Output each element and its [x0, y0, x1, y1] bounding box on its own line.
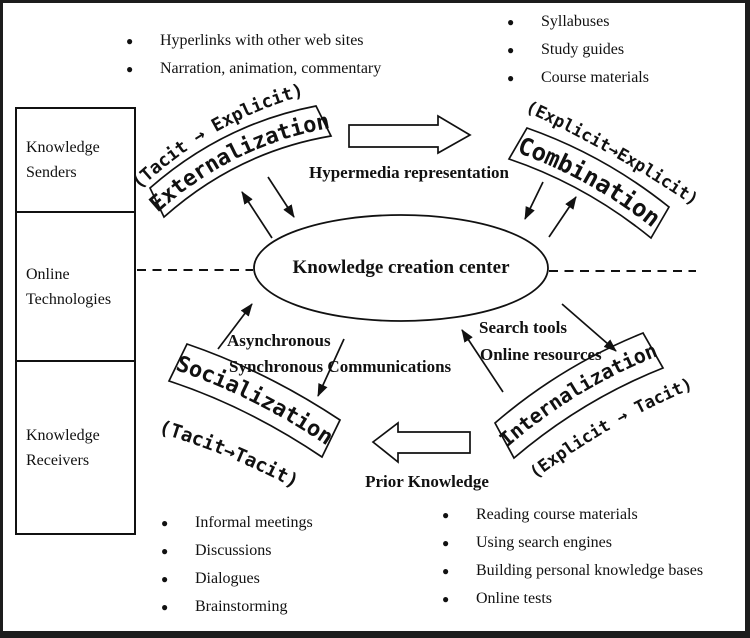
bullet-icon: ● — [126, 34, 134, 48]
bullet-icon: ● — [442, 536, 450, 550]
table-row-knowledge-receivers: Knowledge Receivers — [17, 362, 134, 533]
list-item-label: Course materials — [541, 69, 649, 86]
externalization-banner — [148, 105, 333, 219]
list-item: ● Dialogues — [161, 565, 313, 593]
table-cell-line: Technologies — [26, 290, 112, 308]
bullet-icon: ● — [442, 508, 450, 522]
arrow-from-socialization — [217, 303, 253, 350]
combination-banner — [507, 126, 671, 240]
participants-table: Knowledge Senders Online Technologies Kn… — [15, 107, 136, 535]
knowledge-creation-center-label: Knowledge creation center — [292, 257, 510, 278]
list-item-label: Brainstorming — [195, 598, 288, 615]
bottom-left-list: ● Informal meetings ● Discussions ● Dial… — [161, 509, 313, 621]
arrow-to-socialization — [317, 338, 345, 397]
asynchronous-label: Asynchronous — [227, 331, 331, 350]
synchronous-communications-label: Synchronous Communications — [229, 357, 452, 376]
list-item-label: Syllabuses — [541, 13, 610, 30]
list-item: ● Brainstorming — [161, 593, 313, 621]
table-row-knowledge-senders: Knowledge Senders — [17, 109, 134, 213]
online-resources-label: Online resources — [480, 345, 602, 364]
top-left-list: ● Hyperlinks with other web sites ● Narr… — [126, 27, 381, 83]
list-item-label: Discussions — [195, 542, 272, 559]
list-item: ● Hyperlinks with other web sites — [126, 27, 381, 55]
bullet-icon: ● — [507, 43, 515, 57]
list-item: ● Study guides — [507, 36, 649, 64]
list-item-label: Using search engines — [476, 534, 612, 551]
bullet-icon: ● — [161, 600, 169, 614]
list-item: ● Reading course materials — [442, 501, 703, 529]
list-item: ● Narration, animation, commentary — [126, 55, 381, 83]
table-row-online-technologies: Online Technologies — [17, 213, 134, 362]
list-item-label: Reading course materials — [476, 506, 638, 523]
list-item-label: Dialogues — [195, 570, 260, 587]
arrow-from-internalization — [461, 329, 504, 393]
top-right-list: ● Syllabuses ● Study guides ● Course mat… — [507, 8, 649, 92]
list-item: ● Informal meetings — [161, 509, 313, 537]
arrow-to-externalization — [241, 191, 273, 239]
list-item: ● Using search engines — [442, 529, 703, 557]
bullet-icon: ● — [507, 15, 515, 29]
prior-knowledge-block-arrow-left — [371, 421, 471, 464]
arrow-from-combination — [524, 181, 544, 220]
search-tools-label: Search tools — [479, 318, 567, 337]
bullet-icon: ● — [126, 62, 134, 76]
arrow-from-externalization — [267, 176, 295, 218]
list-item: ● Online tests — [442, 585, 703, 613]
bullet-icon: ● — [442, 592, 450, 606]
table-cell-line: Senders — [26, 164, 77, 181]
arrow-to-internalization — [561, 303, 617, 352]
knowledge-creation-center-ellipse — [253, 214, 549, 322]
bullet-icon: ● — [507, 71, 515, 85]
hypermedia-block-arrow-right — [348, 114, 472, 155]
table-cell-line: Receivers — [26, 451, 90, 469]
arrow-to-combination — [548, 196, 577, 238]
hypermedia-representation-label: Hypermedia representation — [308, 163, 510, 182]
list-item-label: Study guides — [541, 41, 625, 58]
list-item: ● Syllabuses — [507, 8, 649, 36]
bullet-icon: ● — [442, 564, 450, 578]
bullet-icon: ● — [161, 544, 169, 558]
table-cell-line: Online — [26, 265, 70, 283]
list-item-label: Hyperlinks with other web sites — [160, 32, 364, 49]
internalization-banner — [493, 331, 665, 460]
table-cell-line: Knowledge — [26, 139, 100, 156]
bottom-right-list: ● Reading course materials ● Using searc… — [442, 501, 703, 613]
bullet-icon: ● — [161, 572, 169, 586]
list-item: ● Discussions — [161, 537, 313, 565]
list-item-label: Building personal knowledge bases — [476, 562, 704, 579]
bullet-icon: ● — [161, 516, 169, 530]
list-item: ● Building personal knowledge bases — [442, 557, 703, 585]
prior-knowledge-label: Prior Knowledge — [365, 472, 489, 491]
list-item-label: Online tests — [476, 590, 552, 607]
socialization-banner — [167, 342, 342, 459]
list-item-label: Informal meetings — [195, 514, 313, 531]
list-item-label: Narration, animation, commentary — [160, 60, 382, 77]
table-cell-line: Knowledge — [26, 426, 100, 444]
list-item: ● Course materials — [507, 64, 649, 92]
